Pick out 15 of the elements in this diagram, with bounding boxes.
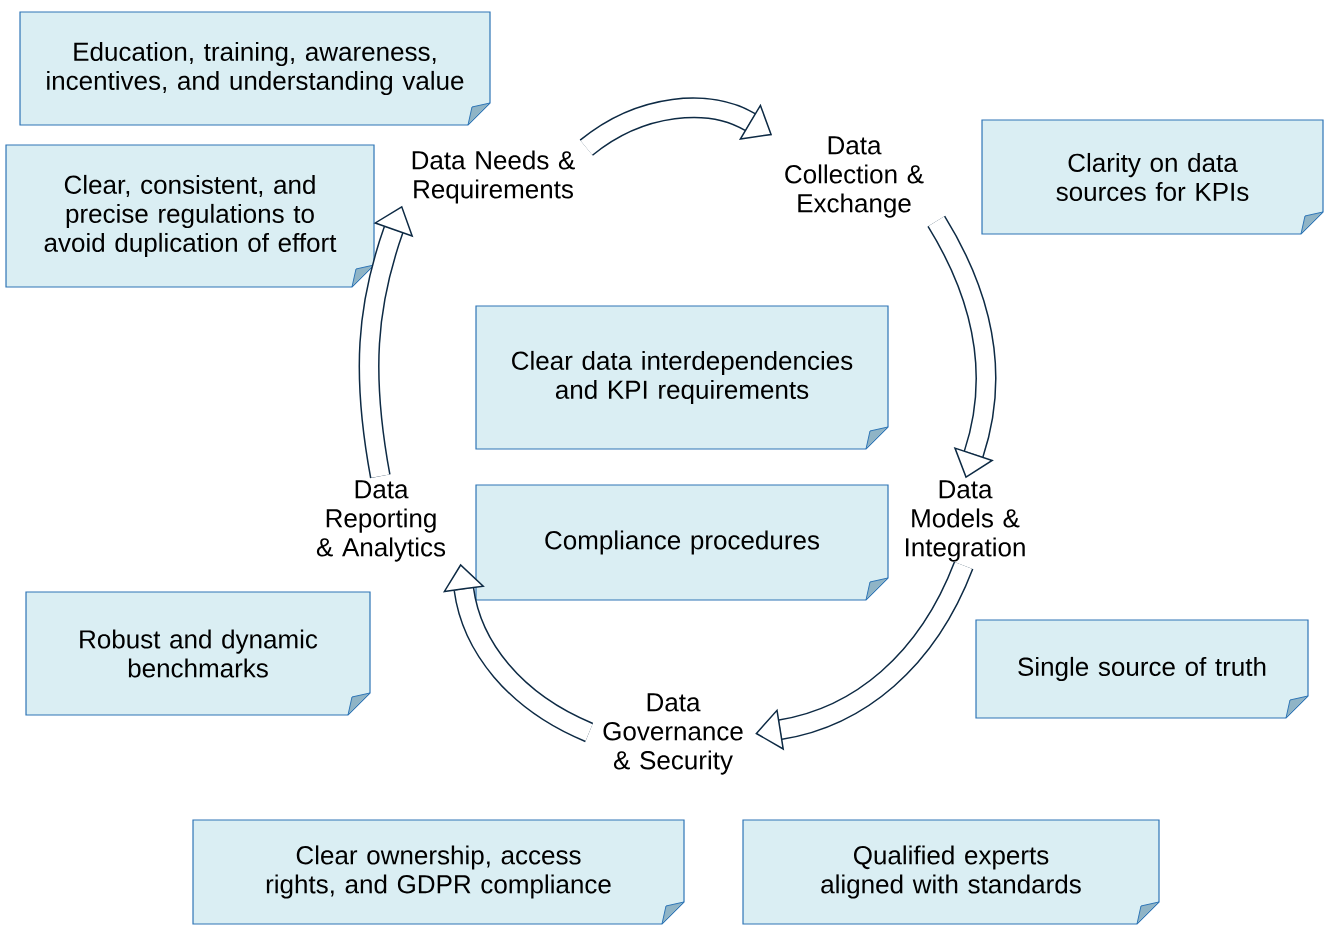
stage-label: Data Needs & Requirements	[412, 150, 575, 204]
block-arrow	[755, 561, 974, 751]
note-box: Clarity on data sources for KPIs	[981, 119, 1324, 235]
stage-label: Data Governance & Security	[603, 693, 743, 775]
note-box: Robust and dynamic benchmarks	[25, 591, 371, 716]
note-box: Clear data interdependencies and KPI requirements	[475, 305, 889, 450]
note-box: Clear ownership, access rights, and GDPR compliance	[192, 819, 685, 925]
note-box: Qualified experts aligned with standards	[742, 819, 1160, 925]
stage-label: Data Collection & Exchange	[785, 136, 924, 218]
note-box: Single source of truth	[975, 619, 1309, 719]
stage-label: Data Reporting & Analytics	[316, 480, 446, 562]
note-box: Compliance procedures	[475, 484, 889, 601]
note-box: Education, training, awareness, incentives, and understanding value	[19, 11, 491, 126]
stage-label: Data Models & Integration	[905, 480, 1025, 562]
note-box: Clear, consistent, and precise regulations to avoid duplication of effort	[5, 144, 375, 288]
